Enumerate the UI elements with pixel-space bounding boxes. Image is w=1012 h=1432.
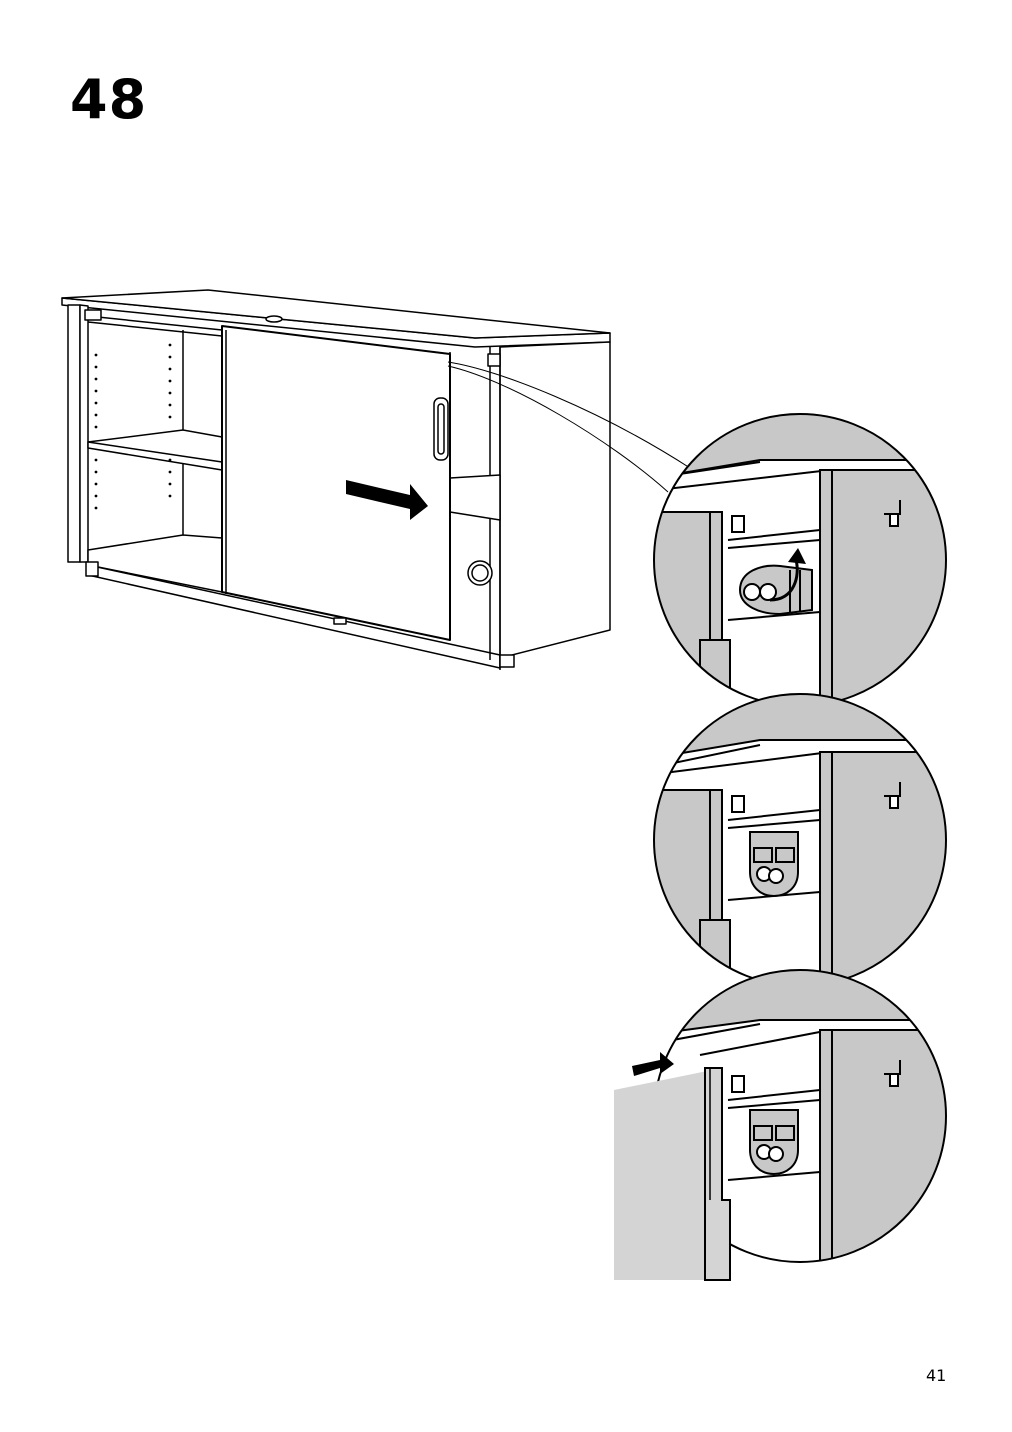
- cabinet-illustration: [61, 289, 611, 670]
- detail-door-insert: [614, 969, 947, 1281]
- callout-lines: [447, 361, 691, 493]
- detail-rotate-latch: [653, 413, 947, 707]
- detail-latch-closed: [653, 693, 947, 987]
- arrow-right-icon: [632, 1052, 674, 1076]
- arrow-right-icon: [346, 480, 428, 520]
- step-number: 48: [70, 68, 148, 131]
- page-number: 41: [926, 1366, 947, 1385]
